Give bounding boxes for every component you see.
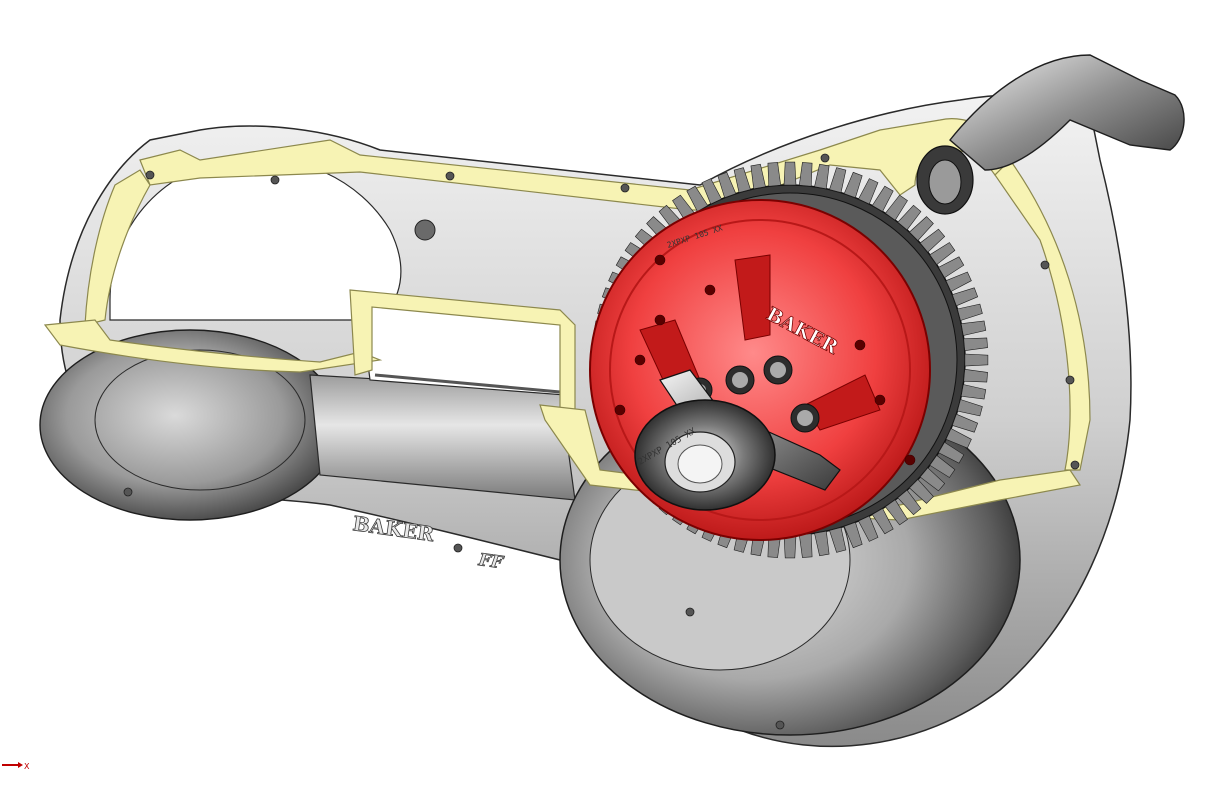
ring-gear-tooth <box>951 413 979 433</box>
left-bowl-inner <box>94 349 306 491</box>
ring-gear-tooth <box>750 163 766 190</box>
ring-gear-tooth <box>963 368 988 383</box>
ring-gear-tooth <box>929 454 956 478</box>
flange-bolt-holes <box>123 153 1080 730</box>
section-face-right <box>994 159 1091 471</box>
ring-gear-tooth <box>871 508 894 535</box>
ring-gear-tooth <box>945 428 972 449</box>
ring-gear-tooth <box>798 162 813 187</box>
ring-gear-tooth <box>814 530 830 557</box>
cover-boss-hole <box>414 219 436 241</box>
ring-gear-tooth <box>858 178 879 205</box>
ring-gear-tooth <box>908 478 934 504</box>
ring-gear-tooth <box>783 161 797 186</box>
ring-gear-tooth <box>938 256 965 279</box>
ring-gear-tooth <box>871 185 894 212</box>
ring-gear-tooth <box>919 228 946 253</box>
section-face-middle-frame <box>349 289 576 413</box>
ring-gear-tooth <box>701 178 722 205</box>
coordinate-triad: X <box>2 762 30 771</box>
ring-gear-tooth <box>945 271 972 292</box>
ring-gear-tooth <box>938 441 965 464</box>
ring-gear-tooth <box>919 467 946 492</box>
ring-gear-tooth <box>960 384 987 400</box>
ring-gear-tooth <box>897 204 922 231</box>
ring-gear-tooth <box>908 216 934 242</box>
ring-gear-tooth <box>963 337 988 352</box>
ring-gear-tooth <box>957 399 983 417</box>
triad-x-arrow-icon <box>18 762 23 768</box>
ring-gear-tooth <box>884 499 908 526</box>
ring-gear-tooth <box>843 171 863 199</box>
ring-gear-tooth <box>829 527 847 553</box>
boss-bore-inner <box>928 159 962 205</box>
ring-gear-tooth <box>960 320 987 336</box>
ring-gear-tooth <box>814 163 830 190</box>
clutch-plate-rim <box>609 219 911 521</box>
ring-gear-tooth <box>767 162 782 187</box>
inspection-boss-lever <box>949 54 1185 171</box>
ring-gear-tooth <box>686 185 709 212</box>
ring-gear-tooth <box>951 287 979 307</box>
ring-gear-tooth <box>733 167 751 193</box>
ring-gear-tooth <box>929 242 956 266</box>
ring-gear-tooth <box>897 489 922 516</box>
middle-rib <box>374 373 561 394</box>
ring-gear-tooth <box>957 303 983 321</box>
triad-x-label: X <box>24 762 30 771</box>
ring-gear-tooth <box>858 515 879 542</box>
section-face-left <box>84 169 151 326</box>
ring-gear-tooth <box>964 353 989 367</box>
clutch-hub-bore-inner <box>677 444 723 484</box>
cover-mark-label: FF <box>476 550 506 574</box>
ring-gear-tooth <box>843 521 863 549</box>
ring-gear-tooth <box>884 194 908 221</box>
ring-gear-tooth <box>717 171 737 199</box>
ring-gear-tooth <box>829 167 847 193</box>
